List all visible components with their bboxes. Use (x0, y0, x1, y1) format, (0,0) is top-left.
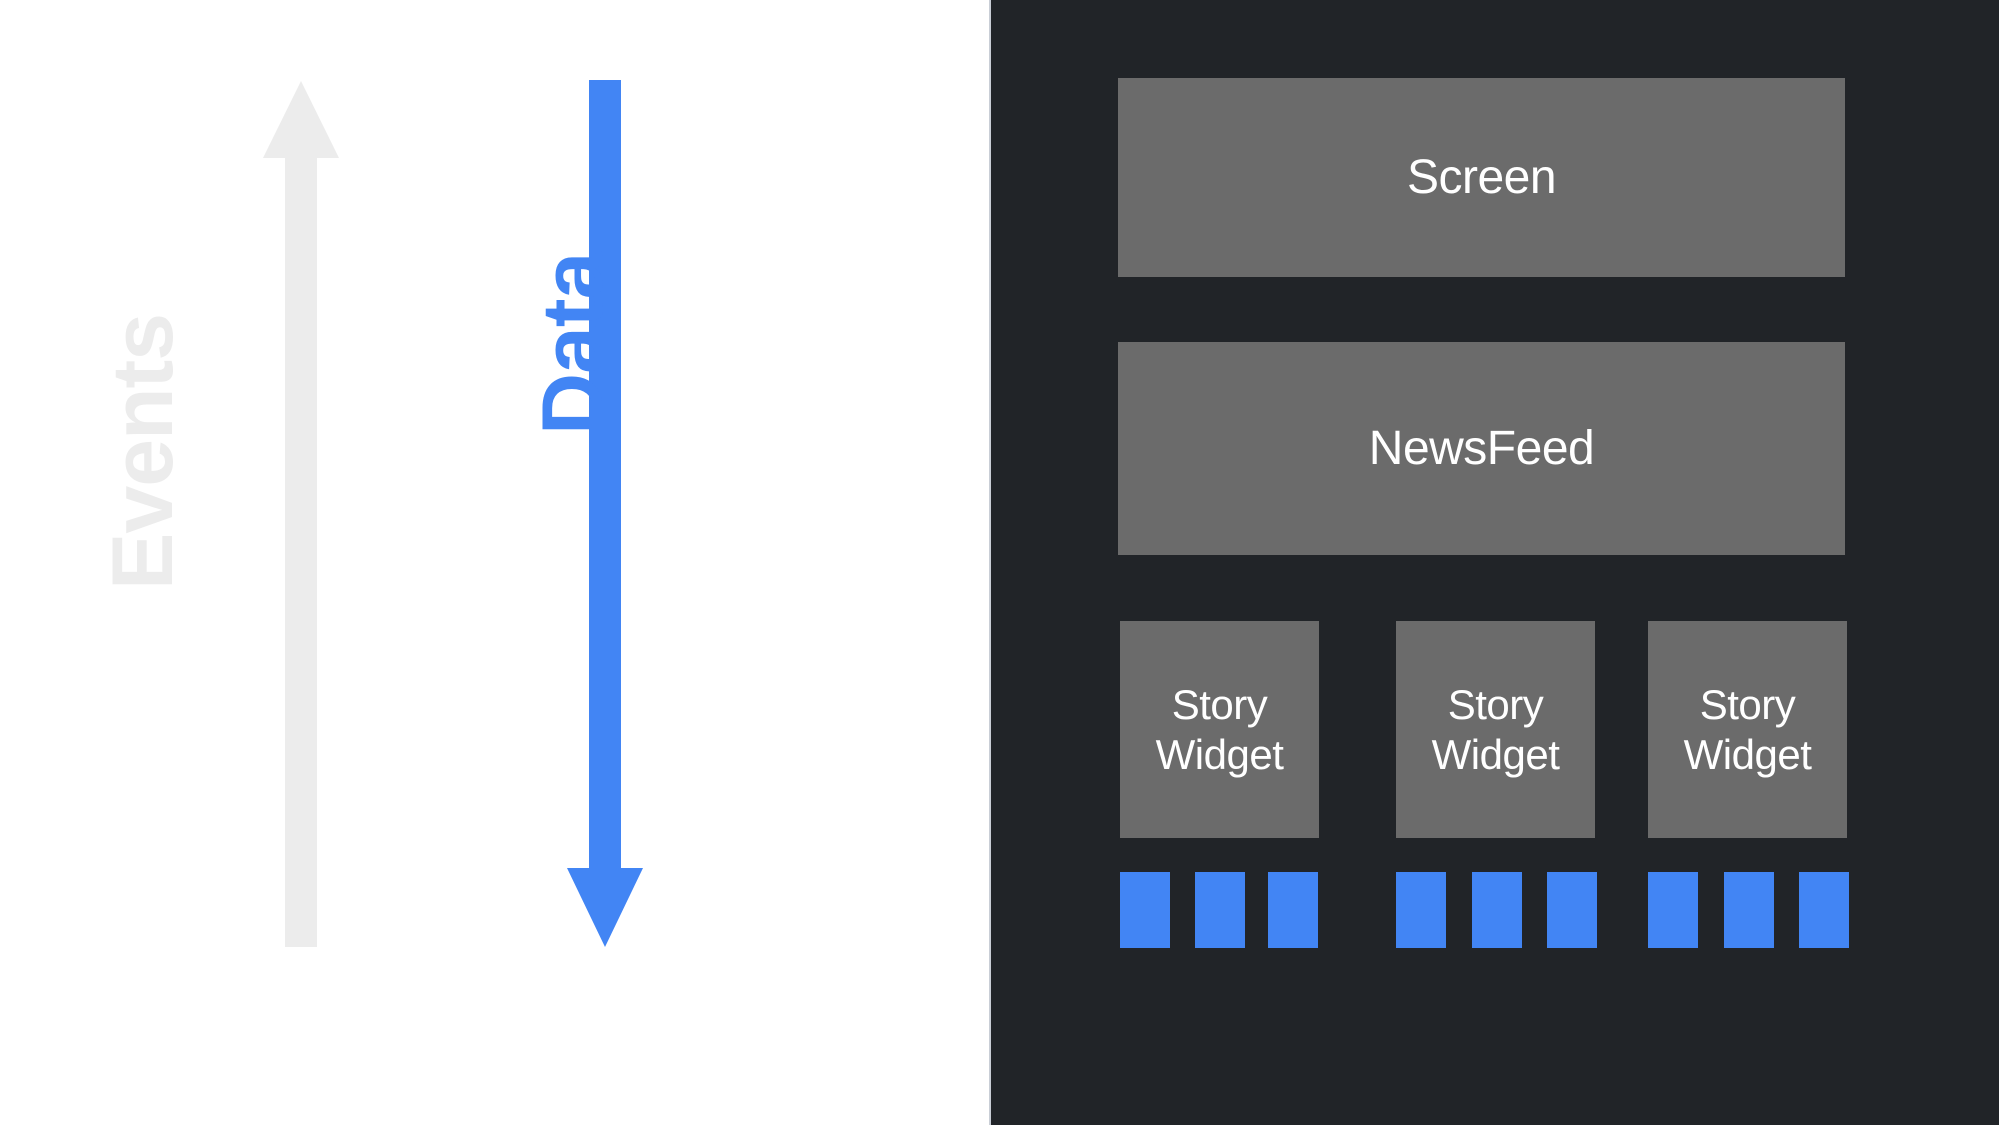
events-flow-label: Events (95, 313, 191, 590)
panel-divider (989, 0, 991, 1125)
story-widget-block-3: Story Widget (1648, 621, 1847, 838)
leaf-node-5 (1472, 872, 1522, 948)
leaf-node-3 (1268, 872, 1318, 948)
leaf-node-4 (1396, 872, 1446, 948)
story-widget-label-line2: Widget (1431, 730, 1560, 778)
story-widget-label-1: Story Widget (1156, 680, 1284, 779)
data-flow-label: Data (525, 252, 621, 435)
screen-block: Screen (1118, 78, 1845, 277)
arrow-up-icon (263, 81, 339, 947)
story-widget-label-2: Story Widget (1432, 680, 1560, 779)
story-widget-label-line1: Story (1699, 680, 1796, 728)
leaf-node-1 (1120, 872, 1170, 948)
newsfeed-block: NewsFeed (1118, 342, 1845, 555)
story-widget-label-line2: Widget (1683, 730, 1812, 778)
story-widget-block-2: Story Widget (1396, 621, 1595, 838)
story-widget-label-line1: Story (1447, 680, 1544, 728)
leaf-node-6 (1547, 872, 1597, 948)
left-flow-panel: Events Data (0, 0, 990, 1125)
story-widget-label-line1: Story (1171, 680, 1268, 728)
component-tree-panel: Screen NewsFeed Story Widget Story Widge… (991, 0, 1999, 1125)
leaf-node-8 (1724, 872, 1774, 948)
story-widget-label-3: Story Widget (1684, 680, 1812, 779)
story-widget-block-1: Story Widget (1120, 621, 1319, 838)
leaf-node-9 (1799, 872, 1849, 948)
arrow-down-icon (567, 80, 643, 947)
story-widget-label-line2: Widget (1155, 730, 1284, 778)
leaf-node-7 (1648, 872, 1698, 948)
leaf-node-2 (1195, 872, 1245, 948)
